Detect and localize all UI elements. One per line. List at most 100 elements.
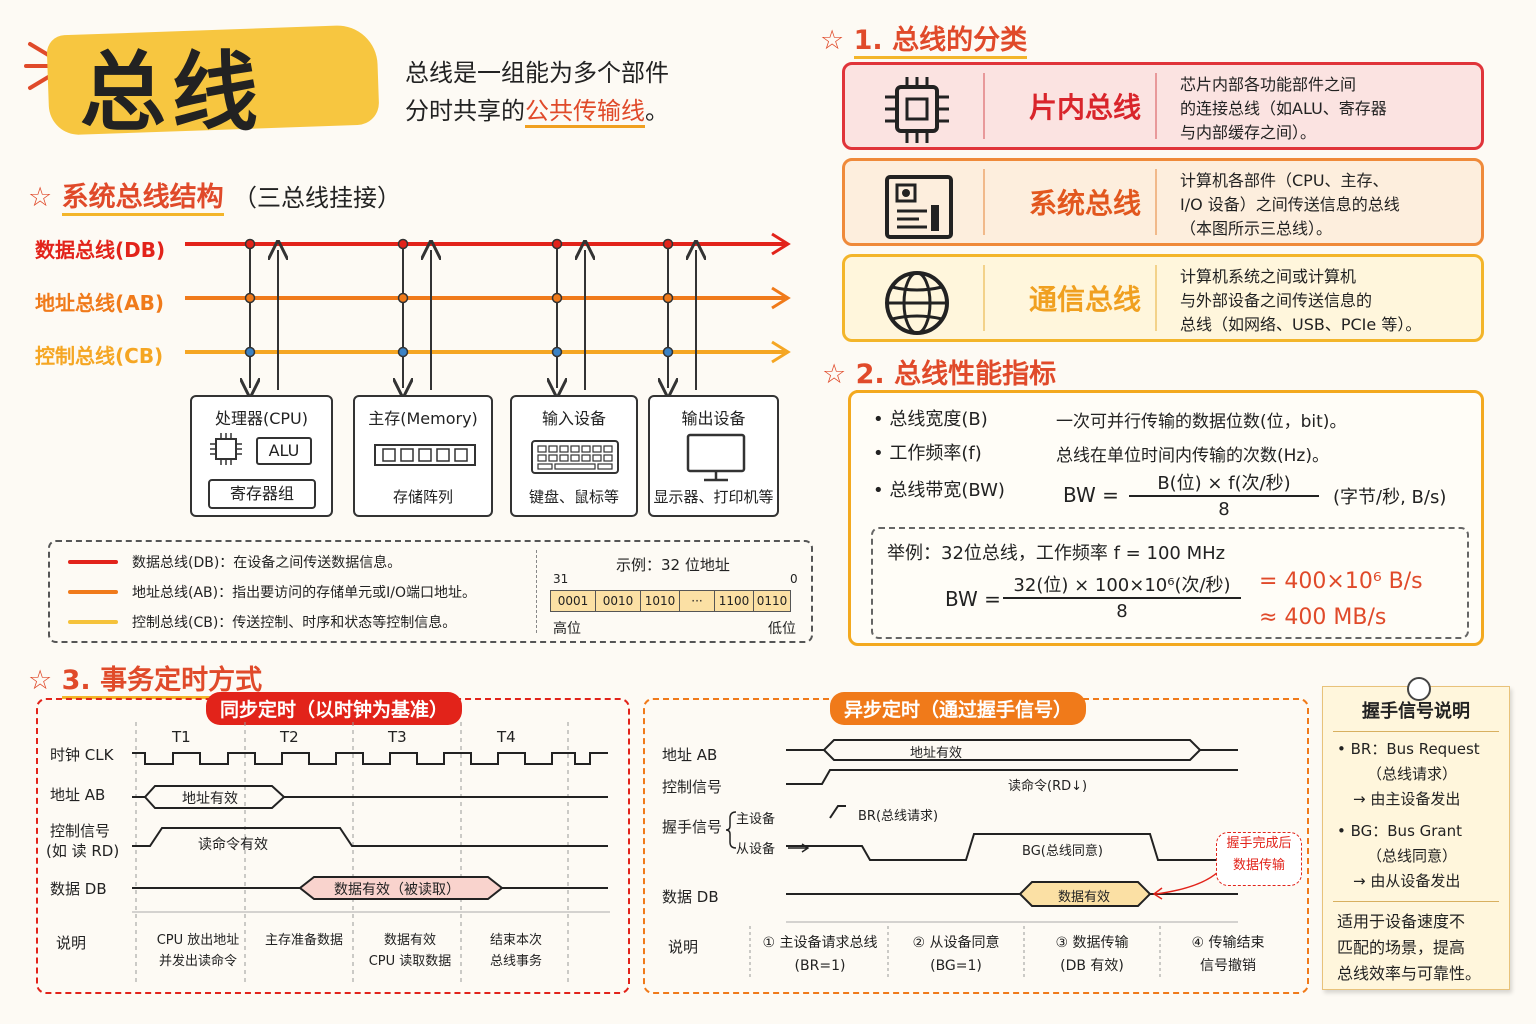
bit-cell: 0010 <box>596 590 641 612</box>
legend-db: 数据总线(DB)：在设备之间传送数据信息。 <box>132 555 402 571</box>
motherboard-icon <box>885 175 953 239</box>
star-icon: ☆ <box>822 359 847 390</box>
card-desc: 芯片内部各功能部件之间的连接总线（如ALU、寄存器与内部缓存之间）。 <box>1180 75 1387 142</box>
intro-text: 总线是一组能为多个部件 分时共享的公共传输线。 <box>405 54 745 130</box>
example-lhs: BW = <box>945 587 1001 611</box>
sync-note-1: CPU 放出地址并发出读命令 <box>156 933 240 969</box>
sync-row-ctrl-sub: (如 读 RD) <box>46 842 120 860</box>
globe-icon <box>885 271 949 335</box>
pin-icon <box>1407 677 1431 701</box>
card-name: 通信总线 <box>1028 283 1141 316</box>
bus-label-db: 数据总线(DB) <box>35 238 166 262</box>
bit-cell: ··· <box>680 590 715 612</box>
device-memory: 主存(Memory) 存储阵列 <box>353 395 493 517</box>
sync-waveforms <box>132 722 610 985</box>
sync-title: 同步定时（以时钟为基准） <box>206 692 463 725</box>
card-desc: 计算机系统之间或计算机与外部设备之间传送信息的总线（如网络、USB、PCIe 等… <box>1180 267 1422 334</box>
bus-legend: 数据总线(DB)：在设备之间传送数据信息。 地址总线(AB)：指出要访问的存储单… <box>48 540 813 643</box>
async-addr-valid: 地址有效 <box>910 746 963 761</box>
bus-diagram <box>185 232 791 400</box>
address-example-title: 示例：32 位地址 <box>616 556 730 574</box>
async-step-2: ② 从设备同意(BG=1) <box>912 935 1000 974</box>
metric-width-desc: 一次可并行传输的数据位数(位，bit)。 <box>1056 412 1347 432</box>
monitor-icon <box>686 433 746 482</box>
sync-addr-valid: 地址有效 <box>182 791 238 807</box>
example-result-2: ≈ 400 MB/s <box>1259 605 1387 630</box>
sync-row-ctrl: 控制信号 <box>50 822 111 840</box>
star-icon: ☆ <box>820 25 845 56</box>
alu-box: ALU <box>256 437 312 465</box>
sync-row-ab: 地址 AB <box>50 786 106 804</box>
card-communication-bus: 通信总线 计算机系统之间或计算机与外部设备之间传送信息的总线（如网络、USB、P… <box>842 254 1484 342</box>
async-waveforms <box>725 739 1238 980</box>
device-input: 输入设备 键盘、鼠标等 <box>510 395 638 517</box>
chip-icon <box>210 433 242 465</box>
bus-connectors <box>250 244 696 390</box>
timing-heading: ☆ 3. 事务定时方式 <box>28 658 263 699</box>
async-bg-label: BG(总线同意) <box>1022 844 1103 859</box>
bus-label-ab: 地址总线(AB) <box>35 291 165 315</box>
async-step-4: ④ 传输结束信号撤销 <box>1191 935 1265 974</box>
bus-label-cb: 控制总线(CB) <box>35 344 164 368</box>
card-on-chip-bus: 片内总线 芯片内部各功能部件之间的连接总线（如ALU、寄存器与内部缓存之间）。 <box>842 62 1484 150</box>
sync-note-4: 结束本次总线事务 <box>489 933 542 969</box>
high-bit-label: 高位 <box>553 621 581 637</box>
lsb-label: 0 <box>790 572 798 586</box>
chip-icon <box>885 77 949 143</box>
formula-bar <box>1129 495 1319 497</box>
async-step-1: ① 主设备请求总线(BR=1) <box>762 935 878 974</box>
card-name: 系统总线 <box>1028 187 1141 220</box>
legend-divider <box>536 550 537 633</box>
formula-unit: (字节/秒, B/s) <box>1333 487 1447 508</box>
formula-numerator: B(位) × f(次/秒) <box>1157 473 1291 494</box>
sync-row-notes: 说明 <box>56 934 87 952</box>
classification-heading: ☆ 1. 总线的分类 <box>820 18 1028 59</box>
async-row-ab: 地址 AB <box>662 746 718 764</box>
device-cpu: 处理器(CPU) ALU 寄存器组 <box>190 395 333 517</box>
async-read-cmd: 读命令(RD↓) <box>1008 779 1088 794</box>
card-name: 片内总线 <box>1028 91 1141 124</box>
handshake-note: 握手信号说明 • BR：Bus Request（总线请求）→ 由主设备发出 • … <box>1322 677 1510 990</box>
cycle-t3: T3 <box>388 728 407 746</box>
legend-swatch-db <box>68 560 118 564</box>
note-title: 握手信号说明 <box>1362 701 1470 722</box>
async-row-ctrl: 控制信号 <box>662 778 723 796</box>
metric-bandwidth: • 总线带宽(BW) <box>873 480 1005 501</box>
async-row-handshake: 握手信号 <box>662 818 723 836</box>
bus-nodes <box>244 238 674 358</box>
cycle-t2: T2 <box>280 728 299 746</box>
performance-panel: • 总线宽度(B) 一次可并行传输的数据位数(位，bit)。 • 工作频率(f)… <box>848 390 1484 646</box>
legend-cb: 控制总线(CB)：传送控制、时序和状态等控制信息。 <box>132 615 457 631</box>
bit-cell: 0110 <box>754 590 791 612</box>
low-bit-label: 低位 <box>768 621 796 637</box>
async-row-notes: 说明 <box>668 938 699 956</box>
async-row-master: 主设备 <box>736 812 776 827</box>
note-bg: • BG：Bus Grant（总线同意）→ 由从设备发出 <box>1337 822 1463 890</box>
star-icon: ☆ <box>28 182 53 213</box>
async-row-slave: 从设备 <box>736 842 776 857</box>
example-numerator: 32(位) × 100×10⁶(次/秒) <box>1013 575 1231 596</box>
card-desc: 计算机各部件（CPU、主存、I/O 设备）之间传送信息的总线（本图所示三总线）。 <box>1180 171 1400 238</box>
star-icon: ☆ <box>28 665 53 696</box>
metric-frequency-desc: 总线在单位时间内传输的次数(Hz)。 <box>1056 446 1329 466</box>
card-system-bus: 系统总线 计算机各部件（CPU、主存、I/O 设备）之间传送信息的总线（本图所示… <box>842 158 1484 246</box>
intro-line-1: 总线是一组能为多个部件 <box>405 59 669 87</box>
intro-line-2: 分时共享的公共传输线。 <box>405 92 745 130</box>
sync-data-valid: 数据有效（被读取） <box>334 882 460 898</box>
example-result-1: = 400×10⁶ B/s <box>1259 569 1423 594</box>
bit-cell: 0001 <box>550 590 596 612</box>
page-title: 总线 <box>80 43 264 143</box>
bit-cell: 1010 <box>641 590 680 612</box>
note-br: • BR：Bus Request（总线请求）→ 由主设备发出 <box>1337 740 1480 808</box>
system-structure-heading: ☆ 系统总线结构 （三总线挂接） <box>28 175 401 216</box>
sync-note-2: 主存准备数据 <box>264 933 343 948</box>
memory-stick-icon <box>374 444 476 466</box>
cycle-t1: T1 <box>172 728 191 746</box>
legend-swatch-ab <box>68 590 118 594</box>
address-bits: 0001 0010 1010 ··· 1100 0110 <box>550 590 791 612</box>
register-box: 寄存器组 <box>208 479 316 509</box>
sync-read-valid: 读命令有效 <box>198 837 268 853</box>
metric-width: • 总线宽度(B) <box>873 409 988 430</box>
sync-row-clk: 时钟 CLK <box>50 746 114 764</box>
